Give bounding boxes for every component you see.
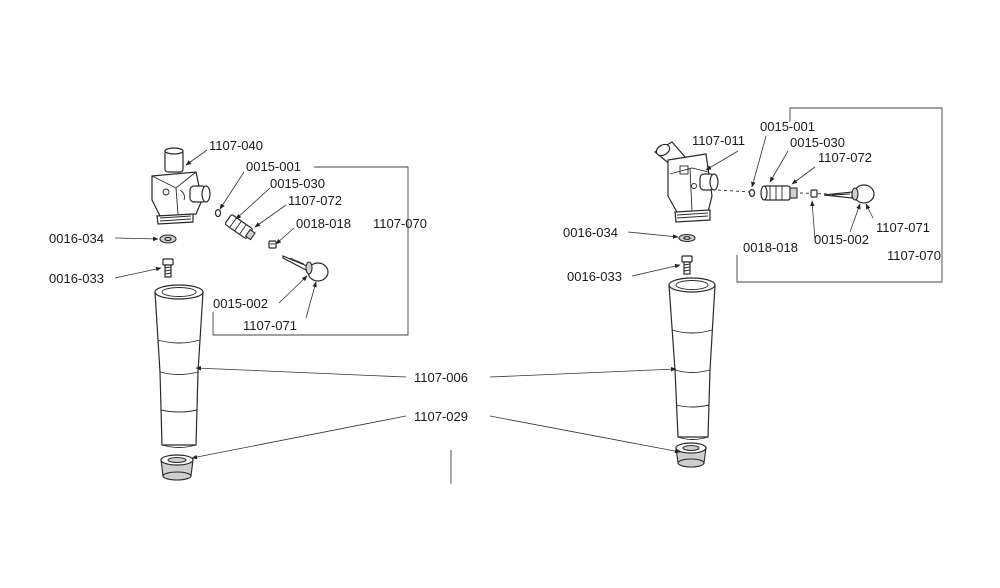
label-right-seal: 0015-001 — [760, 119, 815, 134]
left-screw — [162, 258, 174, 278]
label-left-washer: 0016-034 — [49, 231, 104, 246]
label-left-kit: 1107-070 — [373, 216, 427, 231]
label-right-washer: 0016-034 — [563, 225, 618, 240]
label-right-spring-housing: 0015-030 — [790, 135, 845, 150]
label-left-needle-oring: 0015-002 — [213, 296, 268, 311]
label-right-screw: 0016-033 — [567, 269, 622, 284]
label-right-needle-oring: 0015-002 — [814, 232, 869, 247]
right-valve-body — [653, 141, 719, 223]
right-set-screw — [810, 189, 818, 198]
left-valve-body — [151, 147, 211, 225]
left-needle — [282, 255, 329, 282]
part-labels: 1107-040 0015-001 0015-030 1107-072 0018… — [49, 119, 941, 424]
left-set-screw — [268, 240, 277, 249]
leader-lines — [114, 135, 874, 460]
label-left-body: 1107-040 — [209, 138, 263, 153]
right-spring-housing — [760, 185, 798, 201]
label-tube: 1107-006 — [414, 370, 468, 385]
right-cap — [675, 442, 707, 468]
label-left-set-screw: 0018-018 — [296, 216, 351, 231]
label-right-set-screw: 0018-018 — [743, 240, 798, 255]
left-seal — [214, 208, 222, 218]
left-spring-housing — [224, 214, 256, 241]
label-right-nozzle-assembly: 1107-072 — [818, 150, 872, 165]
label-cap: 1107-029 — [414, 409, 468, 424]
right-assembly — [653, 107, 943, 468]
label-right-kit: 1107-070 — [887, 248, 941, 263]
left-tube — [154, 284, 204, 448]
right-needle — [823, 184, 875, 204]
left-assembly — [151, 147, 409, 481]
label-left-spring-housing: 0015-030 — [270, 176, 325, 191]
right-kit-bracket — [736, 107, 943, 283]
right-tube — [668, 277, 716, 440]
right-seal — [748, 188, 756, 198]
label-left-screw: 0016-033 — [49, 271, 104, 286]
label-right-needle: 1107-071 — [876, 220, 930, 235]
label-left-nozzle-assembly: 1107-072 — [288, 193, 342, 208]
label-right-body: 1107-011 — [692, 133, 745, 148]
label-left-needle: 1107-071 — [243, 318, 297, 333]
left-kit-bracket — [212, 166, 409, 336]
left-cap — [160, 454, 194, 481]
right-screw — [681, 255, 693, 275]
label-left-seal: 0015-001 — [246, 159, 301, 174]
